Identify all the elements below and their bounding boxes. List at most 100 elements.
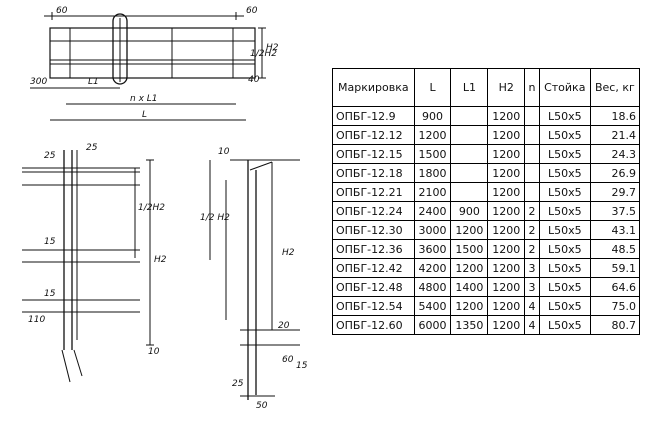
- cell-L1: [450, 144, 489, 164]
- technical-drawing: 60 60 H2 1/2H2 300 L1 40 n x L1 L: [0, 0, 330, 422]
- cell-H2: 1200: [487, 201, 526, 221]
- dim-15-a: 15: [44, 237, 56, 247]
- cell-post: L50x5: [538, 296, 591, 316]
- header-L1: L1: [450, 68, 489, 107]
- cell-L1: 1200: [450, 220, 489, 240]
- cell-marking: ОПБГ-12.30: [332, 220, 415, 240]
- cell-weight: 29.7: [589, 182, 641, 202]
- cell-n: 2: [524, 239, 540, 259]
- cell-L1: 900: [450, 201, 489, 221]
- header-weight: Вес, кг: [589, 68, 641, 107]
- cell-post: L50x5: [538, 220, 591, 240]
- cell-weight: 43.1: [589, 220, 641, 240]
- dim-10-front: 10: [148, 347, 160, 357]
- cell-H2: 1200: [487, 125, 526, 145]
- cell-weight: 18.6: [589, 106, 641, 126]
- cell-L1: [450, 163, 489, 183]
- cell-marking: ОПБГ-12.24: [332, 201, 415, 221]
- cell-H2: 1200: [487, 277, 526, 297]
- cell-n: 2: [524, 220, 540, 240]
- cell-L1: 1200: [450, 296, 489, 316]
- cell-L1: [450, 182, 489, 202]
- cell-H2: 1200: [487, 220, 526, 240]
- cell-H2: 1200: [487, 315, 526, 335]
- dim-h2-plan: H2: [266, 43, 279, 53]
- cell-marking: ОПБГ-12.18: [332, 163, 415, 183]
- dim-110: 110: [28, 315, 45, 325]
- cell-L: 4200: [413, 258, 452, 278]
- dim-front-half-h2: 1/2H2: [138, 203, 165, 213]
- cell-post: L50x5: [538, 201, 591, 221]
- cell-post: L50x5: [538, 106, 591, 126]
- cell-L: 5400: [413, 296, 452, 316]
- cell-marking: ОПБГ-12.48: [332, 277, 415, 297]
- cell-H2: 1200: [487, 106, 526, 126]
- dim-15-b: 15: [44, 289, 56, 299]
- cell-weight: 37.5: [589, 201, 641, 221]
- cell-weight: 21.4: [589, 125, 641, 145]
- cell-L: 2400: [413, 201, 452, 221]
- cell-H2: 1200: [487, 144, 526, 164]
- dim-300: 300: [30, 77, 47, 87]
- header-n: n: [524, 68, 540, 107]
- cell-L1: 1400: [450, 277, 489, 297]
- dim-20: 20: [278, 321, 290, 331]
- cell-weight: 80.7: [589, 315, 641, 335]
- cell-marking: ОПБГ-12.60: [332, 315, 415, 335]
- cell-marking: ОПБГ-12.12: [332, 125, 415, 145]
- cell-marking: ОПБГ-12.36: [332, 239, 415, 259]
- header-L: L: [413, 68, 452, 107]
- cell-n: 2: [524, 201, 540, 221]
- cell-L: 3000: [413, 220, 452, 240]
- dim-15-side: 15: [296, 361, 308, 371]
- cell-weight: 26.9: [589, 163, 641, 183]
- cell-post: L50x5: [538, 277, 591, 297]
- dim-25-side: 25: [232, 379, 244, 389]
- cell-L1: 1500: [450, 239, 489, 259]
- cell-L1: 1200: [450, 258, 489, 278]
- cell-n: 3: [524, 258, 540, 278]
- cell-L1: [450, 125, 489, 145]
- front-view: 25 25 15 15 1/2H2 H2 110 10: [22, 143, 167, 383]
- cell-post: L50x5: [538, 144, 591, 164]
- dim-60-side: 60: [282, 355, 294, 365]
- dim-25-b: 25: [86, 143, 98, 153]
- cell-post: L50x5: [538, 315, 591, 335]
- dim-25-a: 25: [44, 151, 56, 161]
- cell-n: [524, 144, 540, 164]
- cell-n: [524, 125, 540, 145]
- header-post: Стойка: [538, 68, 591, 107]
- cell-weight: 24.3: [589, 144, 641, 164]
- cell-H2: 1200: [487, 239, 526, 259]
- cell-weight: 64.6: [589, 277, 641, 297]
- cell-H2: 1200: [487, 258, 526, 278]
- plan-view: 60 60 H2 1/2H2 300 L1 40 n x L1 L: [30, 6, 279, 121]
- dim-n-L1: n x L1: [130, 94, 158, 104]
- cell-n: 4: [524, 296, 540, 316]
- cell-L: 900: [413, 106, 452, 126]
- cell-post: L50x5: [538, 239, 591, 259]
- cell-post: L50x5: [538, 258, 591, 278]
- cell-L1: [450, 106, 489, 126]
- dim-60-right: 60: [246, 6, 258, 16]
- dim-L1: L1: [88, 77, 99, 87]
- dim-60-left: 60: [56, 6, 68, 16]
- cell-L: 1500: [413, 144, 452, 164]
- cell-post: L50x5: [538, 163, 591, 183]
- cell-weight: 59.1: [589, 258, 641, 278]
- cell-H2: 1200: [487, 296, 526, 316]
- cell-H2: 1200: [487, 163, 526, 183]
- cell-marking: ОПБГ-12.21: [332, 182, 415, 202]
- cell-n: 4: [524, 315, 540, 335]
- cell-L: 1200: [413, 125, 452, 145]
